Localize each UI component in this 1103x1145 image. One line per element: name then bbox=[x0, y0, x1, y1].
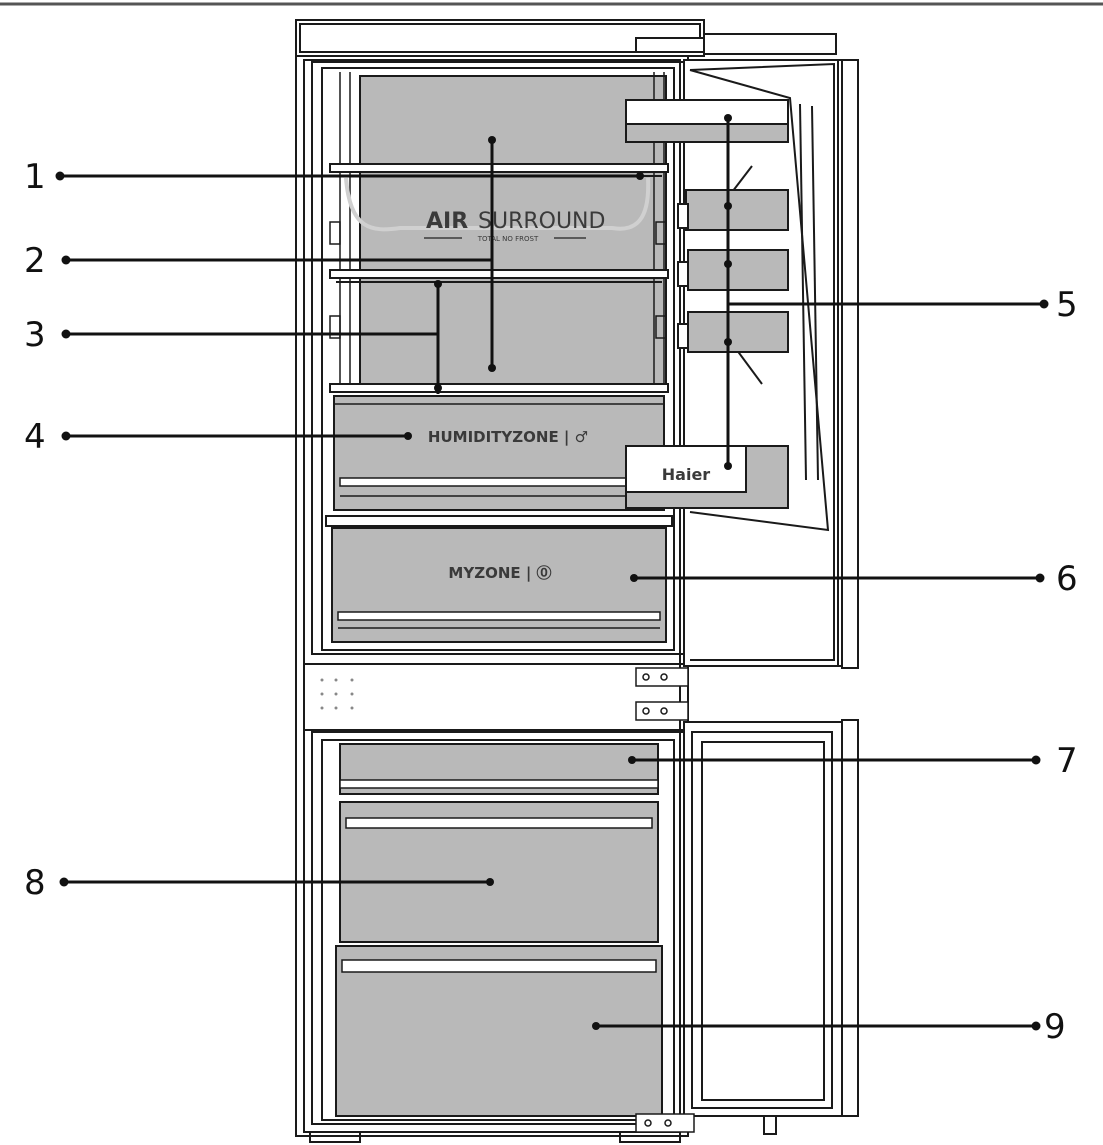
door-bins bbox=[625, 99, 789, 509]
callout-number-6: 6 bbox=[1056, 559, 1078, 599]
hinge-bottom bbox=[635, 1113, 695, 1133]
airsurround-tagline: TOTAL NO FROST bbox=[477, 235, 539, 243]
callout-number-1: 1 bbox=[24, 157, 46, 197]
humidityzone-label: HUMIDITYZONE | ♂ bbox=[428, 428, 588, 447]
glass-shelf-3 bbox=[329, 383, 669, 393]
callout-number-8: 8 bbox=[24, 863, 46, 903]
callout-numbers: 1 2 3 4 5 6 7 8 9 bbox=[24, 157, 1078, 1047]
callout-dots bbox=[55, 114, 1049, 1031]
haier-logo: Haier bbox=[662, 465, 711, 484]
callout-number-5: 5 bbox=[1056, 285, 1078, 325]
callout-number-3: 3 bbox=[24, 315, 46, 355]
freezer-drawer-middle bbox=[339, 801, 659, 943]
airsurround-word-surround: SURROUND bbox=[478, 209, 605, 234]
freezer-drawer-top bbox=[339, 743, 659, 795]
control-panel bbox=[320, 678, 354, 710]
myzone-label: MYZONE | ⓪ bbox=[448, 564, 551, 583]
airsurround-word-air: AIR bbox=[426, 209, 468, 234]
callout-number-4: 4 bbox=[24, 417, 46, 457]
hinges-middle bbox=[635, 667, 689, 721]
freezer-door bbox=[683, 719, 859, 1135]
callout-number-7: 7 bbox=[1056, 741, 1078, 781]
callout-number-9: 9 bbox=[1044, 1007, 1066, 1047]
callout-number-2: 2 bbox=[24, 241, 46, 281]
humidity-zone-drawer: HUMIDITYZONE | ♂ bbox=[333, 395, 665, 511]
airflow-duct bbox=[344, 177, 651, 232]
myzone-drawer: MYZONE | ⓪ bbox=[325, 515, 673, 643]
freezer-drawer-bottom bbox=[335, 945, 663, 1117]
fridge-door bbox=[683, 59, 859, 669]
glass-shelf-2 bbox=[329, 269, 669, 283]
airsurround-logo: AIR SURROUND TOTAL NO FROST bbox=[424, 209, 605, 243]
callout-leaders bbox=[60, 118, 1044, 1028]
